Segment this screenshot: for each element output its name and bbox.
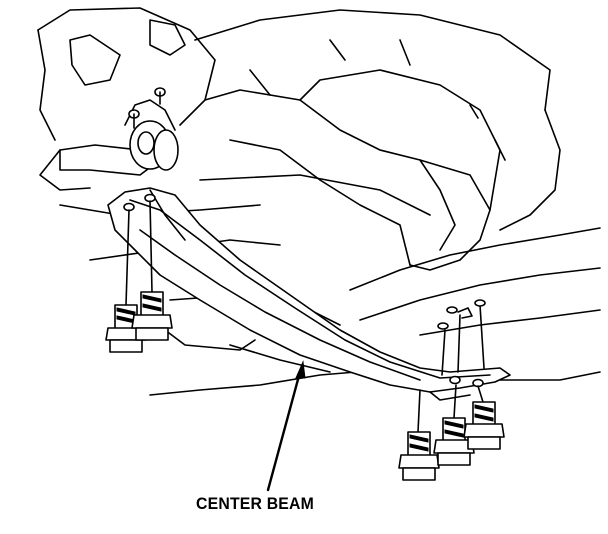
bolt-guide-lines <box>125 200 485 433</box>
rear-mount-bracket <box>39 99 179 191</box>
flange-bolt-left-2 <box>131 291 173 341</box>
callout-arrow <box>266 360 306 492</box>
center-beam-label: CENTER BEAM <box>196 494 314 513</box>
bracket-bolt-a <box>128 109 140 129</box>
flange-bolt-left-1 <box>105 304 147 353</box>
center-beam <box>107 187 511 401</box>
bracket-bolt-b <box>154 87 166 105</box>
body-clip <box>437 299 486 330</box>
flange-bolt-right-1 <box>398 431 440 481</box>
engine-block <box>37 7 561 271</box>
flange-bolt-right-3 <box>463 401 505 450</box>
flange-bolt-right-2 <box>433 417 475 466</box>
